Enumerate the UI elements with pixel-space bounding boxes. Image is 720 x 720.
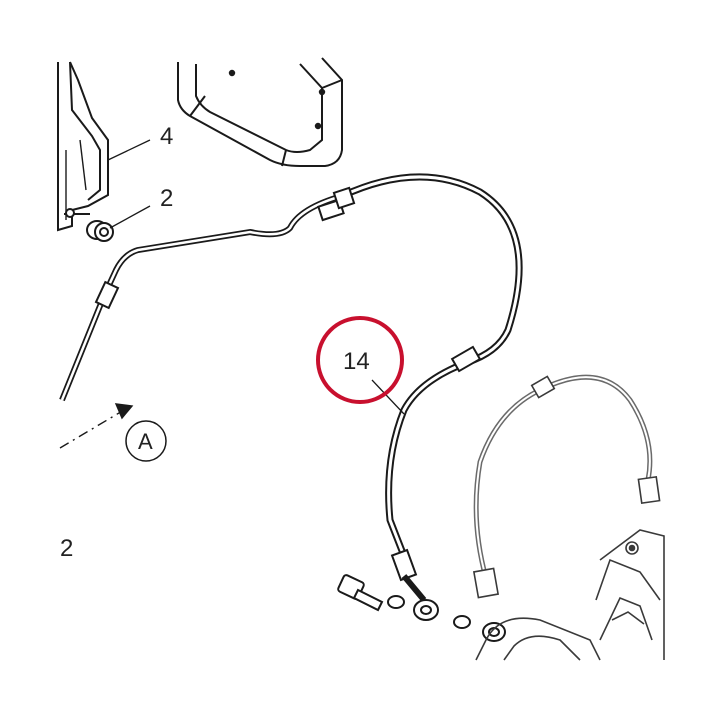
view-arrow (59, 403, 134, 449)
banjo-bolt-assembly (337, 574, 506, 642)
view-a-circle (125, 420, 167, 462)
callout-2-top: 2 (160, 185, 173, 212)
callout-4: 4 (160, 123, 173, 150)
view-a-label: A (138, 429, 153, 454)
highlight-circle (316, 316, 404, 404)
caliper-part (472, 375, 665, 661)
bracket-part (177, 57, 343, 167)
brake-line-14 (59, 173, 523, 602)
leader-lines (107, 139, 405, 415)
callout-14: 14 (343, 348, 370, 375)
frame-part-4 (57, 61, 109, 232)
grommet-part-2 (64, 208, 114, 242)
secondary-brake-line (473, 374, 653, 579)
callout-2-left: 2 (60, 535, 73, 562)
secondary-brake-line-inner (475, 376, 651, 579)
